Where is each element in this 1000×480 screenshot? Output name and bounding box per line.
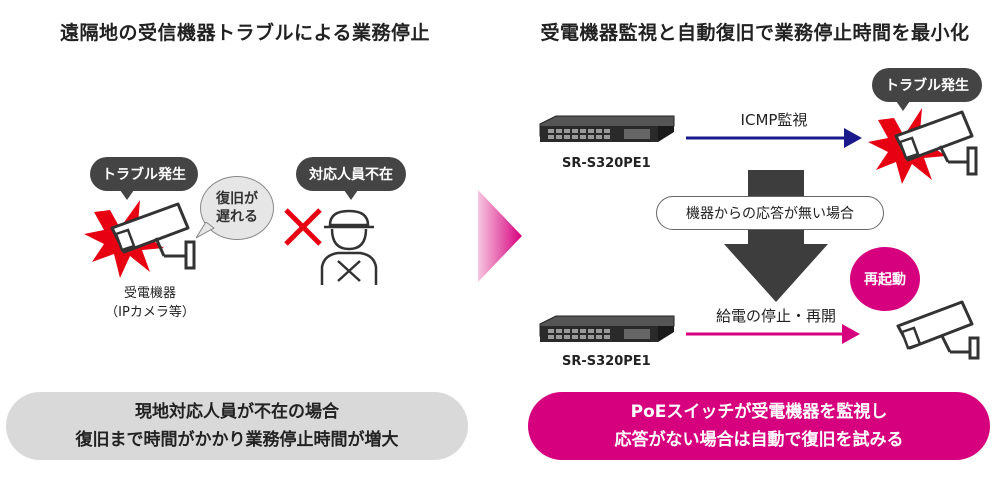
down-arrow-icon xyxy=(724,170,828,302)
left-camera-group xyxy=(84,200,196,278)
icmp-label: ICMP監視 xyxy=(740,111,808,129)
left-title: 遠隔地の受信機器トラブルによる業務停止 xyxy=(60,22,430,44)
left-trouble-bubble: トラブル発生 xyxy=(90,157,198,200)
delay-bubble-tail xyxy=(196,222,215,239)
delay-bubble-line2: 遅れる xyxy=(216,209,258,225)
left-trouble-bubble-text: トラブル発生 xyxy=(102,167,186,183)
left-summary-line2: 復旧まで時間がかかり業務停止時間が増大 xyxy=(75,430,399,450)
restart-badge-text: 再起動 xyxy=(864,272,906,288)
camera-icon xyxy=(110,202,196,270)
right-summary: PoEスイッチが受電機器を監視し 応答がない場合は自動で復旧を試みる xyxy=(528,392,990,460)
cross-icon xyxy=(284,208,322,246)
delay-bubble-line1: 復旧が xyxy=(216,191,258,207)
switch-label-bottom: SR-S320PE1 xyxy=(562,354,651,369)
right-trouble-bubble: トラブル発生 xyxy=(872,68,982,111)
right-summary-line1: PoEスイッチが受電機器を監視し xyxy=(630,402,888,422)
left-summary-line1: 現地対応人員が不在の場合 xyxy=(135,402,339,422)
left-device-line1: 受電機器 xyxy=(123,286,176,301)
worker-icon xyxy=(320,209,378,285)
absent-bubble-text: 対応人員不在 xyxy=(309,167,393,183)
right-camera-trouble xyxy=(868,108,978,184)
switch-label-top: SR-S320PE1 xyxy=(562,156,651,171)
right-title: 受電機器監視と自動復旧で業務停止時間を最小化 xyxy=(540,22,970,44)
camera-icon xyxy=(894,110,978,176)
left-summary: 現地対応人員が不在の場合 復旧まで時間がかかり業務停止時間が増大 xyxy=(6,392,468,460)
chevron-right-icon xyxy=(478,190,522,282)
switch-icon-top xyxy=(539,115,675,142)
no-response-text: 機器からの応答が無い場合 xyxy=(686,206,854,222)
camera-icon-restored xyxy=(896,300,980,360)
no-response-pill: 機器からの応答が無い場合 xyxy=(656,196,884,230)
power-arrow xyxy=(686,324,860,344)
switch-icon-bottom xyxy=(539,315,675,342)
restart-badge: 再起動 xyxy=(850,247,920,311)
left-device-line2: （IPカメラ等） xyxy=(105,305,195,320)
icmp-arrow xyxy=(686,128,862,148)
power-label: 給電の停止・再開 xyxy=(715,307,836,325)
right-trouble-bubble-text: トラブル発生 xyxy=(885,78,969,94)
left-device-label: 受電機器 （IPカメラ等） xyxy=(105,284,195,322)
right-summary-line2: 応答がない場合は自動で復旧を試みる xyxy=(614,430,904,450)
absent-bubble: 対応人員不在 xyxy=(296,157,406,200)
